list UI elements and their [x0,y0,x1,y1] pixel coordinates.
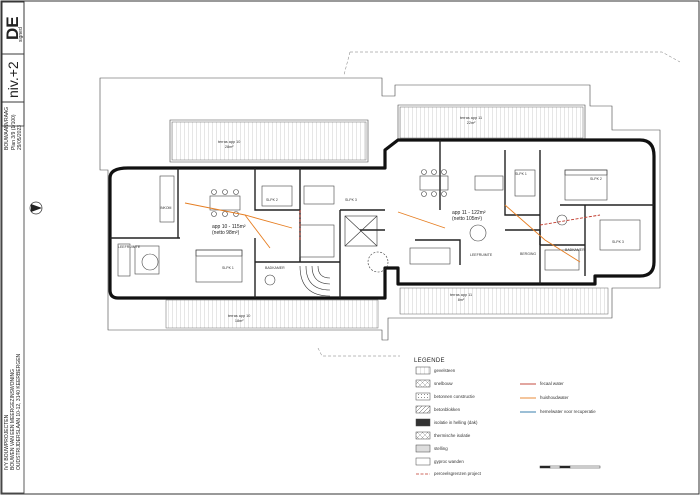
terrace-label: terras app 11 8m² [450,293,472,303]
level-label: niv.+2 [5,61,21,98]
terrace-label: terras app 10 28m² [218,140,240,150]
terrace-bottom-left [165,299,379,329]
room-label: SLPK 1 [222,266,234,270]
stage-label: BOUWAANVRAAG [4,106,10,150]
furniture-left [117,175,335,286]
terrace-top-left [171,121,367,161]
scale-bar [539,465,601,469]
room-label: BADKAMER [265,266,285,270]
terrace-area: 28m² [224,145,234,149]
terrace-label: terras app 10 18m² [228,314,250,324]
furniture-right [409,169,641,271]
room-label: LEEFRUIMTE [118,245,141,249]
legend-item: stelling [434,446,448,451]
terrace-area: 18m² [234,319,244,323]
room-label: SLPK 1 [515,172,527,176]
legend-line-hemel: hemelwater voor recuperatie [540,409,596,414]
legend-line-fecaal: fecaal water [540,381,564,386]
room-label: SLPK 2 [266,198,278,202]
legend-item-perceel: perceelsgrenzen project [434,471,481,476]
apartment-name: app 10 - 115m² [212,224,246,230]
parcel-boundary [343,51,681,76]
room-label: BERGING [520,252,537,256]
room-label: SLPK 3 [612,240,624,244]
apartment-label-11: app 11 - 122m² (netto 105m²) [452,210,486,222]
plan-date: 29/05/2023 [17,124,23,150]
terrace-name: terras app 11 [460,116,483,120]
title-block [1,1,25,494]
room-label: SLPK 2 [590,177,602,181]
legend-item: thermische isolatie [434,433,471,438]
apartment-net: (netto 105m²) [452,216,483,222]
legend-item: snelbouw [434,381,453,386]
apartment-label-10: app 10 - 115m² (netto 98m²) [212,224,246,236]
room-label: SLPK 3 [345,198,357,202]
terrace-name: terras app 10 [218,140,241,144]
legend-item: betonnen constructie [434,394,475,399]
north-arrow-icon [29,201,43,215]
legend-item: gevelsteen [434,368,456,373]
terrace-area: 8m² [457,298,465,302]
terrace-name: terras app 11 [450,293,473,297]
room-label: BADKAMER [565,248,585,252]
room-label: INKOM [160,206,172,210]
terrace-bottom-right [399,287,609,315]
project-line-2: OUDSTRIJDERSLAAN 10-12, 3140 KEERBERGEN [16,353,22,470]
room-label: LEEFRUIMTE [470,253,493,257]
pipe-runs [184,202,601,263]
exterior-walls [108,138,656,300]
terrace-name: terras app 10 [228,314,251,318]
legend-swatches [415,366,536,475]
legend-item: betonblokken [434,407,461,412]
apartment-net: (netto 98m²) [212,230,240,236]
terrace-area: 22m² [466,121,476,125]
terrace-top-right [399,106,584,139]
legend-line-huishoud: huishoudwater [540,395,569,400]
stairwell [299,215,389,297]
legend-item: gyproc wanden [434,459,464,464]
apartment-name: app 11 - 122m² [452,210,486,216]
logo-subtext: signed [18,27,24,42]
terrace-label: terras app 11 22m² [460,116,482,126]
legend-title: LEGENDE [414,358,445,364]
legend-item: isolatie in helling (dak) [434,420,478,425]
